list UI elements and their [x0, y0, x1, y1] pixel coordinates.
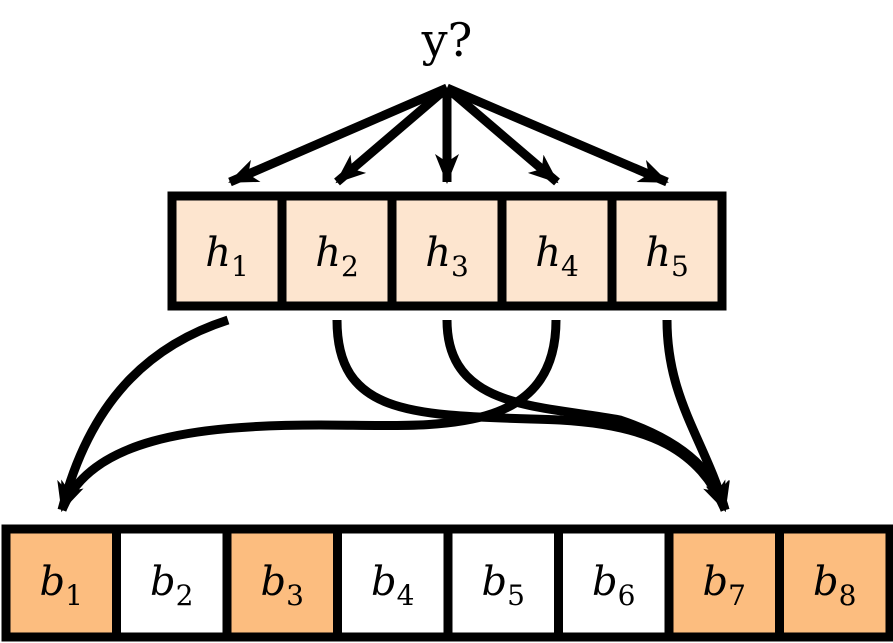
bit-cell-5-label: b5 — [482, 559, 525, 612]
arrow-h4-to-b1 — [57, 319, 561, 512]
bit-cell-7-label: b7 — [703, 559, 746, 612]
bit-cell-1-symbol: b — [40, 559, 66, 605]
bit-cell-2-index: 2 — [176, 579, 194, 612]
bit-cell-8 — [775, 524, 893, 642]
hash-cell-2-index: 2 — [341, 250, 359, 283]
bit-cell-7-symbol: b — [703, 559, 729, 605]
bit-cell-5-index: 5 — [507, 579, 525, 612]
hash-cell-4-index: 4 — [561, 250, 579, 283]
bit-cell-6 — [554, 524, 674, 642]
arrow-h1-to-b1 — [57, 315, 230, 512]
bit-cell-4-label: b4 — [371, 559, 414, 612]
hash-cell-5-index: 5 — [671, 250, 689, 283]
bit-cell-4-index: 4 — [397, 579, 415, 612]
bit-cell-8-index: 8 — [839, 579, 857, 612]
hash-cell-5-symbol: h — [645, 230, 671, 276]
query-arrow-2 — [334, 84, 450, 186]
hash-cell-1-label: h1 — [205, 230, 249, 283]
bit-cell-2-symbol: b — [150, 559, 176, 605]
hash-cell-4-symbol: h — [535, 230, 561, 276]
bit-cell-6-index: 6 — [618, 579, 636, 612]
bit-cell-4-symbol: b — [371, 559, 397, 605]
bit-cell-8-symbol: b — [813, 559, 839, 605]
hash-cell-2-label: h2 — [315, 230, 359, 283]
bit-cell-1 — [1, 524, 121, 642]
hash-cell-3-symbol: h — [425, 230, 451, 276]
bit-cell-5-symbol: b — [482, 559, 508, 605]
bit-cell-4 — [333, 524, 453, 642]
bit-cell-7 — [664, 524, 784, 642]
hash-cell-3-label: h3 — [425, 230, 469, 283]
hash-cell-1-symbol: h — [205, 230, 231, 276]
bit-cell-1-label: b1 — [40, 559, 83, 612]
hash-cell-5-label: h5 — [645, 230, 689, 283]
hash-cell-4-label: h4 — [535, 230, 579, 283]
hash-cell-2-symbol: h — [315, 230, 341, 276]
bit-cell-1-index: 1 — [65, 579, 83, 612]
hash-cell-3 — [387, 191, 507, 311]
bit-cell-3-symbol: b — [261, 559, 287, 605]
hash-cell-5 — [607, 191, 727, 311]
hash-cell-4 — [497, 191, 617, 311]
bit-cell-3-index: 3 — [286, 579, 304, 612]
query-arrow-1 — [228, 83, 449, 187]
arrow-h3-to-b7 — [442, 319, 730, 512]
bit-cell-2-label: b2 — [150, 559, 193, 612]
bit-cell-7-index: 7 — [728, 579, 746, 612]
query-arrows — [228, 83, 669, 187]
bit-cell-3-label: b3 — [261, 559, 304, 612]
bit-cell-6-label: b6 — [592, 559, 635, 612]
hash-cell-3-index: 3 — [451, 250, 469, 283]
bit-cell-8-label: b8 — [813, 559, 856, 612]
hash-cell-1-index: 1 — [231, 250, 249, 283]
bit-cell-6-symbol: b — [592, 559, 618, 605]
query-label: y? — [421, 13, 473, 67]
bit-cell-3 — [222, 524, 342, 642]
query-arrow-5 — [445, 83, 669, 187]
query-arrow-4 — [444, 84, 560, 186]
arrow-h5-to-b7 — [662, 319, 730, 512]
hash-to-bit-arrows — [57, 315, 730, 512]
